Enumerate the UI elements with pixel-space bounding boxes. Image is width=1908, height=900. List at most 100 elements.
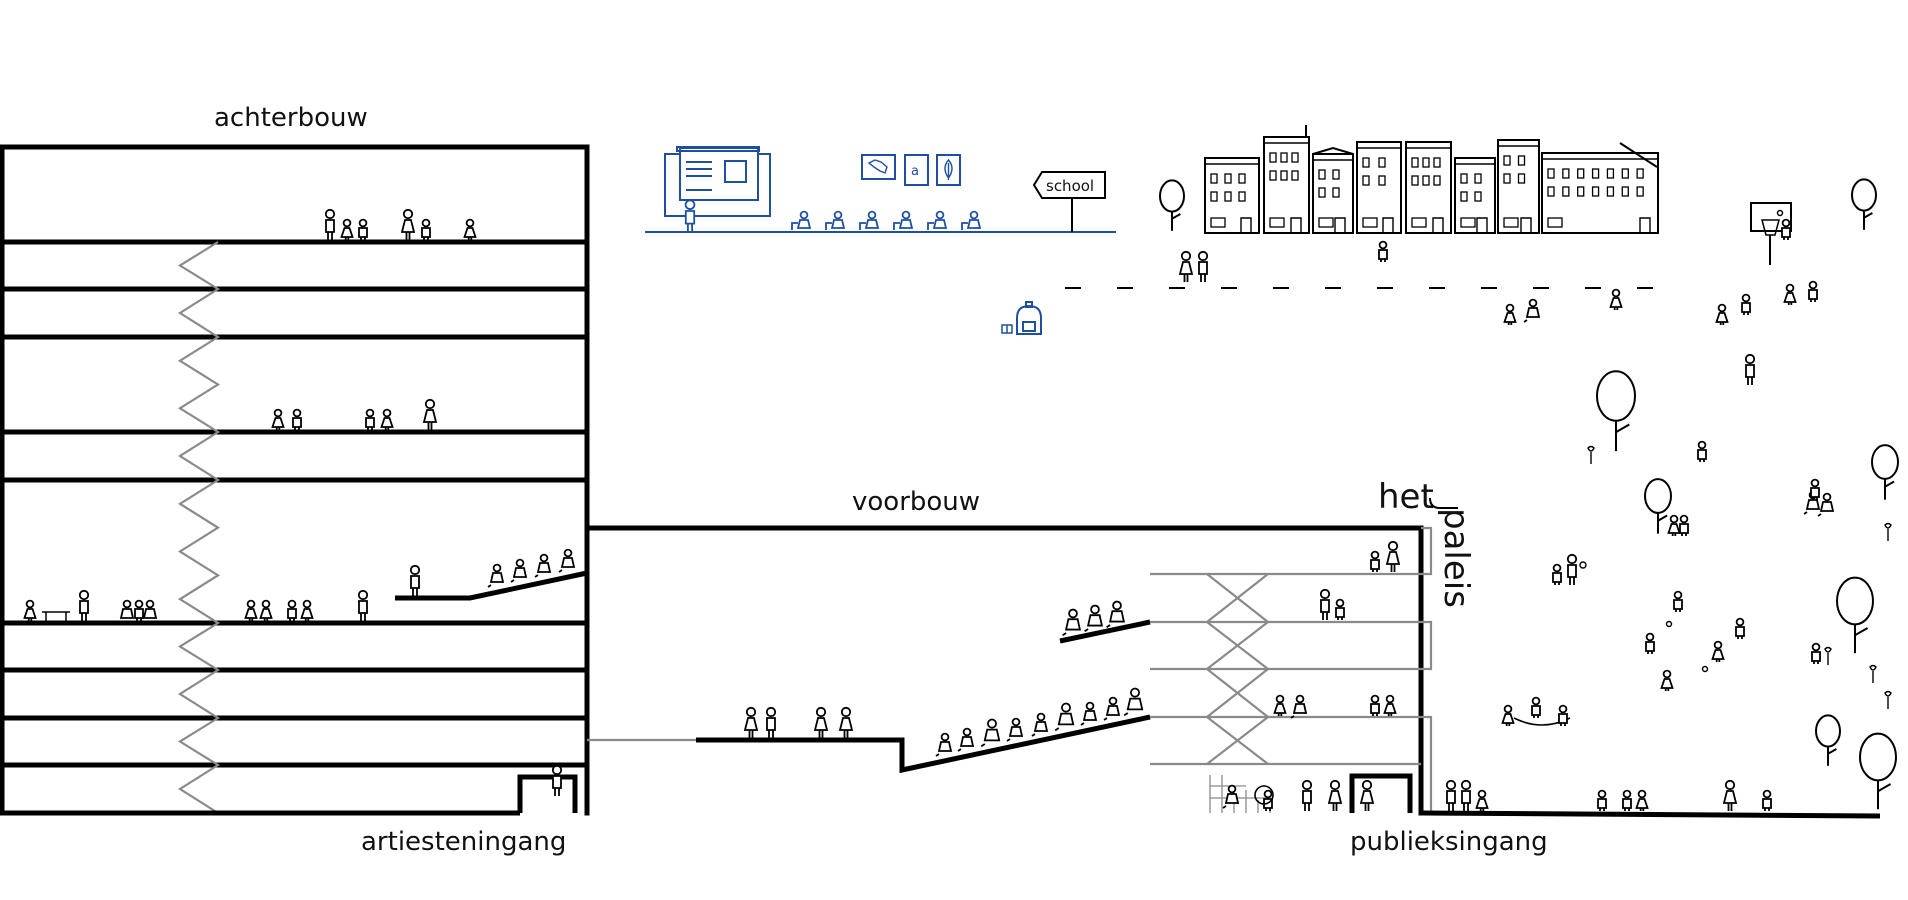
person-figure-icon: [1503, 303, 1517, 325]
venue-name-paleis: paleis: [1436, 508, 1476, 608]
park-trees: [1159, 178, 1899, 810]
townhouse-icon: [1204, 157, 1260, 234]
letter-a-card: a: [904, 154, 929, 186]
basketball-hoop-icon: [1750, 202, 1792, 265]
person-figure-icon: [534, 553, 552, 578]
person-figure-icon: [1359, 779, 1375, 811]
person-figure-icon: [259, 599, 273, 621]
person-figure-icon: [1817, 492, 1835, 517]
person-figure-icon: [134, 599, 144, 621]
tree-icon: [1644, 478, 1672, 534]
person-figure-icon: [1319, 588, 1331, 620]
person-figure-icon: [1290, 694, 1308, 719]
school-sign-text: school: [1046, 177, 1094, 195]
pupils-at-desks: [684, 199, 982, 232]
person-figure-icon: [1301, 779, 1313, 811]
person-figure-icon: [357, 589, 369, 621]
person-figure-icon: [421, 218, 431, 240]
person-figure-icon: [1523, 298, 1541, 323]
play-climbing-wall: [1209, 775, 1271, 813]
zigzag-staircase: [177, 241, 221, 814]
balcony-box: [1421, 715, 1433, 813]
hula-hoop-icon: [1254, 785, 1274, 805]
cross-staircase: [1206, 573, 1269, 623]
person-figure-icon: [1810, 478, 1820, 500]
cross-staircase: [1206, 716, 1269, 765]
map-of-belgium-icon: [861, 154, 896, 180]
person-figure-icon: [244, 599, 258, 621]
back-building-tribune: [395, 570, 588, 601]
townhouse-icon: [1312, 153, 1354, 234]
person-figure-icon: [765, 706, 777, 738]
person-figure-icon: [1197, 250, 1209, 282]
person-figure-icon: [1370, 550, 1380, 572]
flower-icon: [1587, 445, 1595, 464]
person-figure-icon: [287, 599, 297, 621]
person-figure-icon: [961, 210, 982, 230]
townhouse-gable-icon: [1305, 125, 1658, 168]
tree-icon: [1859, 732, 1897, 810]
tree-icon: [1871, 444, 1899, 500]
park-flowers: [1587, 445, 1892, 709]
school-sign: school: [1032, 171, 1106, 232]
person-figure-icon: [1106, 600, 1126, 629]
person-figure-icon: [117, 599, 135, 624]
person-figure-icon: [1335, 598, 1345, 620]
townhouse-icon: [1263, 136, 1310, 234]
flower-icon: [1884, 522, 1892, 541]
person-figure-icon: [1667, 514, 1681, 536]
person-figure-icon: [1378, 240, 1388, 262]
person-figure-icon: [1808, 280, 1818, 302]
park-scene: [1159, 178, 1899, 810]
person-figure-icon: [1673, 590, 1683, 612]
person-figure-icon: [1178, 250, 1194, 282]
flower-icon: [1869, 664, 1877, 683]
front-building-balconies: [1150, 526, 1433, 813]
person-figure-icon: [1697, 440, 1707, 462]
voorbouw-building: [584, 525, 1433, 816]
person-figure-icon: [743, 706, 759, 738]
person-figure-icon: [463, 218, 477, 240]
person-figure-icon: [1054, 702, 1075, 732]
school-scene: a school: [645, 146, 1116, 335]
label-publieksingang: publieksingang: [1350, 827, 1548, 857]
person-figure-icon: [1062, 608, 1082, 637]
people-figures: [23, 208, 1835, 811]
person-figure-icon: [1552, 563, 1562, 585]
person-figure-icon: [422, 398, 438, 430]
person-figure-icon: [1103, 696, 1121, 721]
label-achterbouw: achterbouw: [214, 103, 368, 133]
back-building-floors: [0, 144, 590, 816]
tree-icon: [1159, 179, 1185, 231]
person-figure-icon: [859, 210, 880, 230]
person-figure-icon: [1460, 779, 1472, 811]
ground-line: [1420, 810, 1881, 819]
flower-icon: [1824, 646, 1832, 665]
townhouse-row: [1204, 125, 1659, 234]
tree-icon: [1851, 178, 1877, 230]
person-figure-icon: [1811, 642, 1821, 664]
person-figure-icon: [1080, 701, 1098, 726]
person-figure-icon: [838, 706, 854, 738]
person-figure-icon: [1715, 303, 1729, 325]
person-figure-icon: [1273, 694, 1287, 716]
person-figure-icon: [1123, 687, 1144, 717]
person-figure-icon: [1222, 784, 1240, 809]
balcony-box: [1421, 620, 1433, 671]
person-figure-icon: [380, 408, 394, 430]
person-figure-icon: [1762, 789, 1772, 811]
person-figure-icon: [1660, 669, 1674, 691]
person-figure-icon: [487, 563, 505, 588]
person-figure-icon: [1084, 604, 1104, 633]
person-figure-icon: [813, 706, 829, 738]
person-figure-icon: [791, 210, 812, 230]
person-figure-icon: [893, 210, 914, 230]
svg-text:a: a: [911, 164, 919, 179]
tree-icon: [1836, 576, 1874, 654]
person-figure-icon: [271, 408, 285, 430]
person-figure-icon: [558, 548, 576, 573]
person-figure-icon: [1744, 353, 1756, 385]
person-figure-icon: [927, 210, 948, 230]
person-figure-icon: [1635, 789, 1649, 811]
